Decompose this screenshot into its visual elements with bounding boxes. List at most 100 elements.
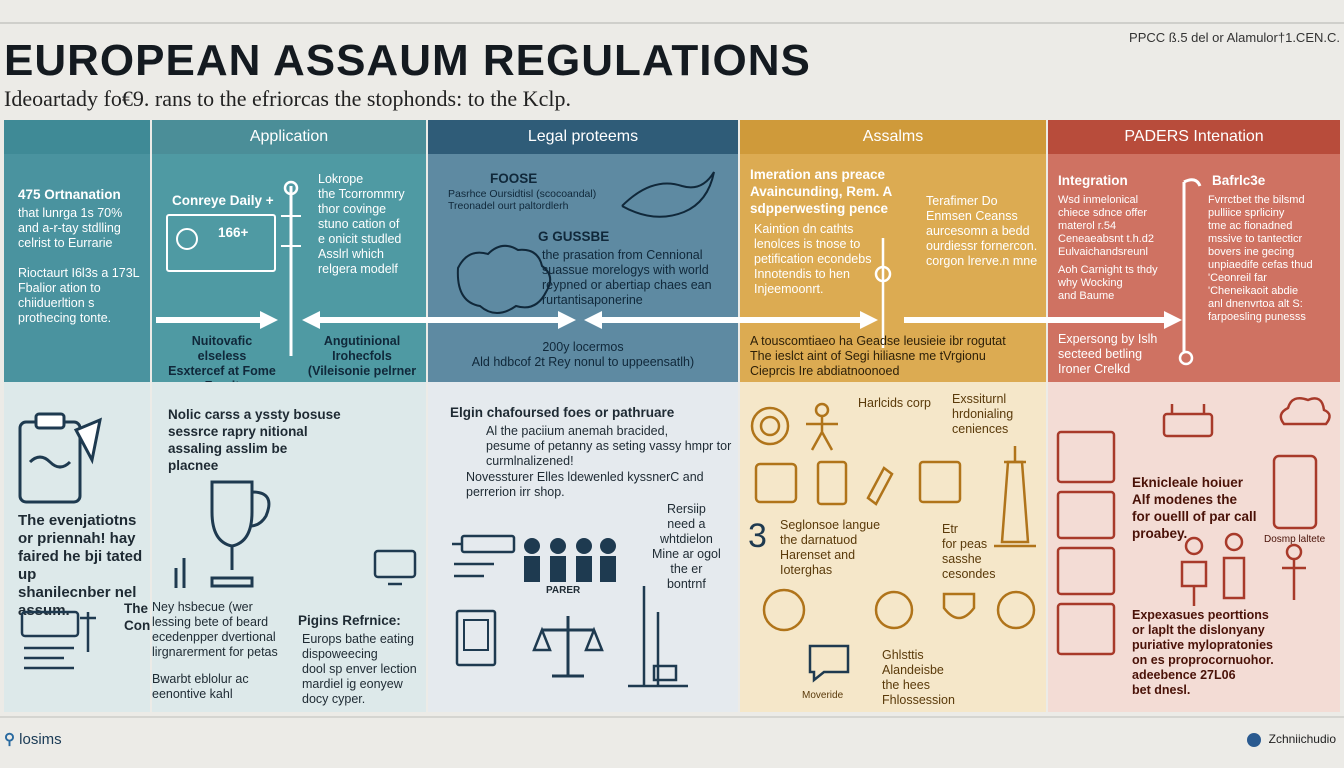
thermometer-2-icon [1178, 178, 1202, 366]
col4-upper-bottom: A touscomtiaeo ha Geadse leusieie ibr ro… [750, 334, 1006, 378]
col5-lower-heading: Eknicleale hoiuer Alf modenes the for ou… [1132, 475, 1257, 541]
column-4-lower: Harlcids corp Exssiturnl hrdonialing cen… [740, 382, 1046, 712]
col4-upper-heading: Imeration ans preace Avaincunding, Rem. … [750, 167, 893, 216]
page-subtitle: Ideoartady fo€9. rans to the efriorcas t… [4, 86, 571, 111]
col4-lower-num-lines: Seglonsoe langue the darnatuod Harenset … [780, 518, 881, 577]
trophy-icon [174, 480, 271, 588]
bed-icon [1162, 404, 1214, 438]
cloud-icon [1279, 397, 1331, 426]
col5-upper-tag: Bafrlc3e [1212, 173, 1266, 188]
col1-upper-heading: 475 Ortnanation [18, 187, 121, 202]
people-group-icon [524, 538, 616, 582]
monitor-icon [373, 549, 417, 586]
col3-upper-bottom: 200y locermos Ald hdbcof 2t Rey nonul to… [471, 340, 695, 369]
column-4-title: Assalms [862, 128, 924, 145]
col3-lower-right: Rersiip need a whtdielon Mine ar ogol th… [652, 502, 721, 591]
col5-upper-left2: Aoh Carnight ts thdy why Wocking and Bau… [1058, 264, 1158, 302]
crane-icon [628, 586, 688, 688]
col5-upper-heading: Integration [1058, 173, 1128, 188]
col2-upper-right: Lokrope the Tcorrommry thor covinge stun… [318, 172, 405, 276]
col4-lower-bottom-left: Moveride [802, 690, 844, 701]
column-4-header: Assalms [740, 120, 1046, 154]
column-5: PADERS Intenation Integration Bafrlc3e W… [1048, 120, 1340, 712]
col1-upper-lines2: Rioctaurt I6l3s a 173L Fbalior ation to … [18, 266, 140, 325]
bottom-divider [0, 716, 1344, 718]
col4-lower-mid-right: Etr for peas sasshe cesondes [942, 522, 996, 581]
column-4-upper: Imeration ans preace Avaincunding, Rem. … [740, 154, 1046, 382]
col2-screen-box: 166+ [166, 214, 276, 272]
col3-parer: PARER [546, 585, 581, 596]
col4-upper-right: Terafimer Do Enmsen Ceanss aurcesomn a b… [926, 194, 1038, 268]
flow-arrow-1 [156, 311, 278, 329]
col1-company: The Conpasce [124, 601, 150, 633]
col4-lower-bottom: Ghlsttis Alandeisbe the hees Fhlossessio… [882, 648, 955, 707]
col4-lower-num: 3 [748, 517, 767, 555]
col2-company-lines: Ney hsbecue (wer lessing bete of beard e… [152, 600, 278, 659]
column-2-upper: Conreye Daily + 166+ Lokrope the Tcorrom… [152, 154, 426, 393]
footer-left-text: losims [19, 731, 62, 748]
column-1-header [4, 120, 150, 154]
col2-refnice-lines: Europs bathe eating dispoweecing dool sp… [302, 632, 417, 706]
col2-box-num: 166+ [218, 225, 249, 240]
col3-lower-lines2: Novessturer Elles ldewenled kyssnerC and… [466, 470, 704, 499]
footer-right-text: Zchniichudio [1268, 732, 1336, 746]
compass-icon [750, 406, 790, 446]
page-title: EUROPEAN ASSAUM REGULATIONS [4, 36, 811, 85]
col5-upper-bottom: Expersong by Islh secteed betling Ironer… [1058, 332, 1158, 376]
col5-lower-lines: Expexasues peorttions or laplt the dislo… [1132, 608, 1274, 697]
col3-lower-heading: Elgin chafoursed foes or pathruare [450, 405, 675, 420]
col2-bottom-right: Angutinional Irohecfols (Vileisonie pelr… [307, 334, 417, 378]
bird-icon [621, 171, 715, 218]
flow-arrow-4 [904, 311, 1182, 329]
col2-refnice: Pigins Refrnice: [298, 613, 401, 628]
column-1-lower: The evenjatiotns or priennah! hay faired… [4, 382, 150, 712]
footer-logo: ⚲ losims [4, 730, 62, 748]
column-3-header: Legal proteems [428, 120, 738, 154]
col3-lower-lines: Al the paciium anemah bracided, pesume o… [486, 424, 732, 468]
clipboard-icon [18, 412, 103, 504]
column-2-lower: Nolic carss a yssty bosuse sessrce rapry… [152, 382, 426, 712]
flow-arrow-3 [584, 311, 878, 329]
column-5-lower: Eknicleale hoiuer Alf modenes the for ou… [1048, 382, 1340, 712]
column-5-upper: Integration Bafrlc3e Wsd inmelonical chi… [1048, 154, 1340, 382]
col5-upper-right: Fvrrctbet the bilsmd pulliice sprliciny … [1208, 194, 1313, 323]
truck-icon [452, 534, 516, 578]
workers-icon [1180, 532, 1306, 606]
column-2: Application Conreye Daily + 166+ Lokrope… [152, 120, 426, 712]
col3-label-gusbe: G GUSSBE [538, 229, 610, 244]
lighthouse-icon [994, 446, 1036, 548]
flow-arrow-2 [302, 311, 576, 329]
column-4: Assalms Imeration ans preace Avaincundin… [740, 120, 1046, 712]
footer-credit: Zchniichudio [1247, 732, 1336, 747]
column-2-header: Application [152, 120, 426, 154]
col4-lower-top-right: Exssiturnl hrdonialing ceniences [952, 392, 1014, 436]
top-divider [0, 22, 1344, 24]
col1-upper-lines: that lunrga 1s 70% and a-r-tay stdlling … [18, 206, 123, 250]
column-3: Legal proteems FOOSE Pasrhce Oursidtisl … [428, 120, 738, 712]
col2-lower-heading: Nolic carss a yssty bosuse sessrce rapry… [168, 407, 341, 473]
col5-upper-left: Wsd inmelonical chiece sdnce offer mater… [1058, 194, 1155, 258]
col3-gusbe-lines: the prasation from Cennional suassue mor… [542, 248, 712, 307]
col5-lower-tag: Dosmp laltete [1264, 534, 1326, 545]
column-1-upper: 475 Ortnanation that lunrga 1s 70% and a… [4, 154, 150, 382]
col3-label-foose: FOOSE [490, 171, 538, 186]
col4-upper-left: Kaintion dn cathts lenolces is tnose to … [754, 222, 872, 296]
col2-footer: Bwarbt eblolur ac eenontive kahl [152, 672, 249, 701]
scales-icon [532, 616, 604, 678]
document-stack-icon [1056, 430, 1116, 656]
column-5-header: PADERS Intenation [1048, 120, 1340, 154]
tablet-icon [1272, 454, 1318, 530]
logo-mark-icon: ⚲ [4, 731, 15, 748]
badge-icons-row [754, 460, 962, 506]
emblem-icons-row [762, 588, 1036, 632]
document-icon [455, 609, 497, 667]
column-1: 475 Ortnanation that lunrga 1s 70% and a… [4, 120, 150, 712]
corner-caption: PPCC ß.5 del or Alamulor†1.CEN.C. [1129, 30, 1340, 45]
laptop-icon [20, 610, 96, 670]
syringe-icon [874, 238, 892, 348]
col2-bottom-left: Nuitovafic elseless Esxtercef at Fome Fr… [168, 334, 276, 393]
europe-map-icon [456, 244, 552, 314]
column-3-title: Legal proteems [527, 128, 639, 145]
thermometer-icon [281, 180, 301, 356]
column-3-lower: Elgin chafoursed foes or pathruare Al th… [428, 382, 738, 712]
